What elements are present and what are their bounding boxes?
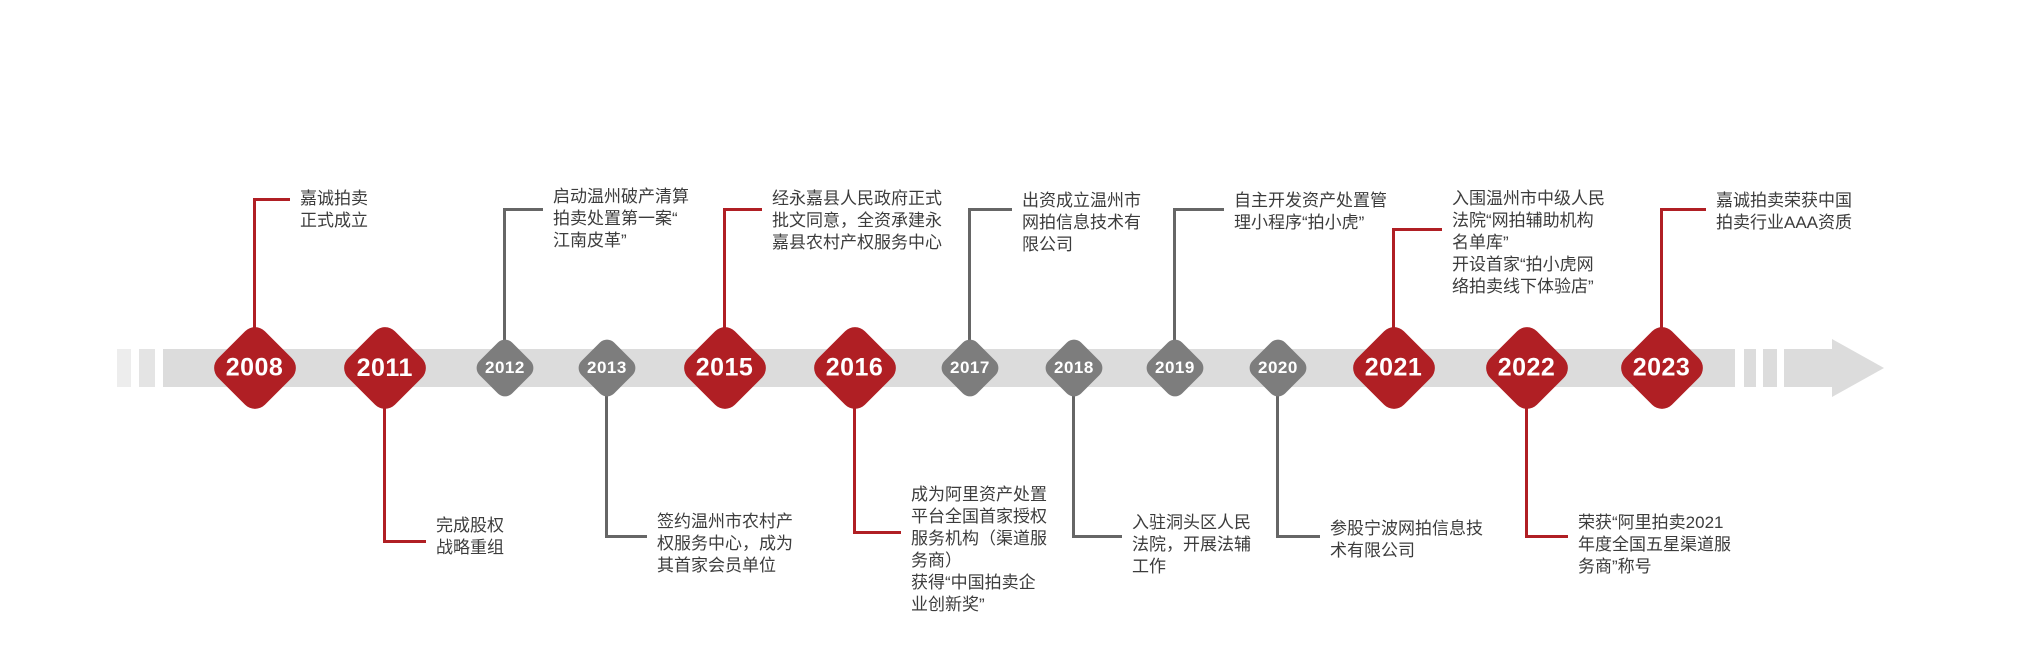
milestone-text: 参股宁波网拍信息技 术有限公司 (1330, 519, 1483, 560)
connector-line (253, 198, 256, 368)
year-label: 2013 (587, 357, 627, 377)
connector-line (853, 368, 856, 534)
milestone-text: 荣获“阿里拍卖2021 年度全国五星渠道服 务商”称号 (1578, 513, 1731, 576)
year-diamond: 2022 (1480, 321, 1574, 415)
band-dash (139, 349, 155, 387)
connector-elbow (723, 208, 762, 211)
year-label: 2008 (226, 353, 284, 382)
band-dash (1784, 349, 1832, 387)
connector-line (1660, 208, 1663, 368)
milestone-text: 经永嘉县人民政府正式 批文同意，全资承建永 嘉县农村产权服务中心 (772, 189, 942, 252)
connector-elbow (605, 535, 647, 538)
year-label: 2011 (356, 353, 414, 382)
milestone-text: 启动温州破产清算 拍卖处置第一案“ 江南皮革” (553, 187, 689, 250)
milestone-text: 成为阿里资产处置 平台全国首家授权 服务机构（渠道服 务商） 获得“中国拍卖企 … (911, 485, 1047, 614)
connector-elbow (1276, 535, 1320, 538)
band-dash (117, 349, 131, 387)
year-diamond: 2017 (937, 335, 1003, 401)
year-label: 2019 (1155, 357, 1195, 377)
year-label: 2016 (826, 353, 884, 382)
year-label: 2021 (1365, 353, 1423, 382)
band-dash (1763, 349, 1777, 387)
connector-line (605, 368, 608, 538)
year-label: 2020 (1258, 357, 1298, 377)
connector-line (1392, 228, 1395, 368)
year-diamond: 2020 (1245, 335, 1311, 401)
connector-line (383, 368, 386, 543)
year-label: 2023 (1633, 353, 1691, 382)
connector-elbow (1072, 535, 1122, 538)
year-diamond: 2011 (338, 321, 432, 415)
connector-line (723, 208, 726, 368)
year-diamond: 2019 (1142, 335, 1208, 401)
band-dash (1744, 349, 1756, 387)
year-label: 2012 (485, 357, 525, 377)
connector-line (1276, 368, 1279, 538)
year-diamond: 2021 (1347, 321, 1441, 415)
connector-line (503, 208, 506, 368)
connector-elbow (253, 198, 290, 201)
connector-line (1525, 368, 1528, 538)
connector-elbow (1525, 535, 1568, 538)
connector-line (968, 208, 971, 368)
year-label: 2017 (950, 357, 990, 377)
year-diamond: 2016 (808, 321, 902, 415)
milestone-text: 完成股权 战略重组 (436, 516, 504, 557)
year-label: 2018 (1054, 357, 1094, 377)
year-diamond: 2023 (1615, 321, 1709, 415)
year-diamond: 2008 (208, 321, 302, 415)
connector-line (1173, 208, 1176, 368)
milestone-text: 入驻洞头区人民 法院，开展法辅 工作 (1132, 513, 1251, 576)
connector-elbow (1173, 208, 1224, 211)
milestone-text: 签约温州市农村产 权服务中心，成为 其首家会员单位 (657, 512, 793, 575)
connector-elbow (968, 208, 1012, 211)
milestone-text: 入围温州市中级人民 法院“网拍辅助机构 名单库” 开设首家“拍小虎网 络拍卖线下… (1452, 189, 1605, 296)
connector-line (1072, 368, 1075, 538)
year-label: 2015 (696, 353, 754, 382)
connector-elbow (503, 208, 543, 211)
connector-elbow (853, 531, 901, 534)
milestone-text: 嘉诚拍卖荣获中国 拍卖行业AAA资质 (1716, 191, 1853, 232)
connector-elbow (1392, 228, 1442, 231)
year-diamond: 2012 (472, 335, 538, 401)
year-diamond: 2013 (574, 335, 640, 401)
year-diamond: 2018 (1041, 335, 1107, 401)
connector-elbow (1660, 208, 1706, 211)
connector-elbow (383, 540, 426, 543)
milestone-text: 出资成立温州市 网拍信息技术有 限公司 (1022, 191, 1141, 254)
timeline-arrowhead (1832, 339, 1884, 397)
year-label: 2022 (1498, 353, 1556, 382)
milestone-text: 嘉诚拍卖 正式成立 (300, 189, 368, 230)
milestone-text: 自主开发资产处置管 理小程序“拍小虎” (1234, 191, 1387, 232)
year-diamond: 2015 (678, 321, 772, 415)
